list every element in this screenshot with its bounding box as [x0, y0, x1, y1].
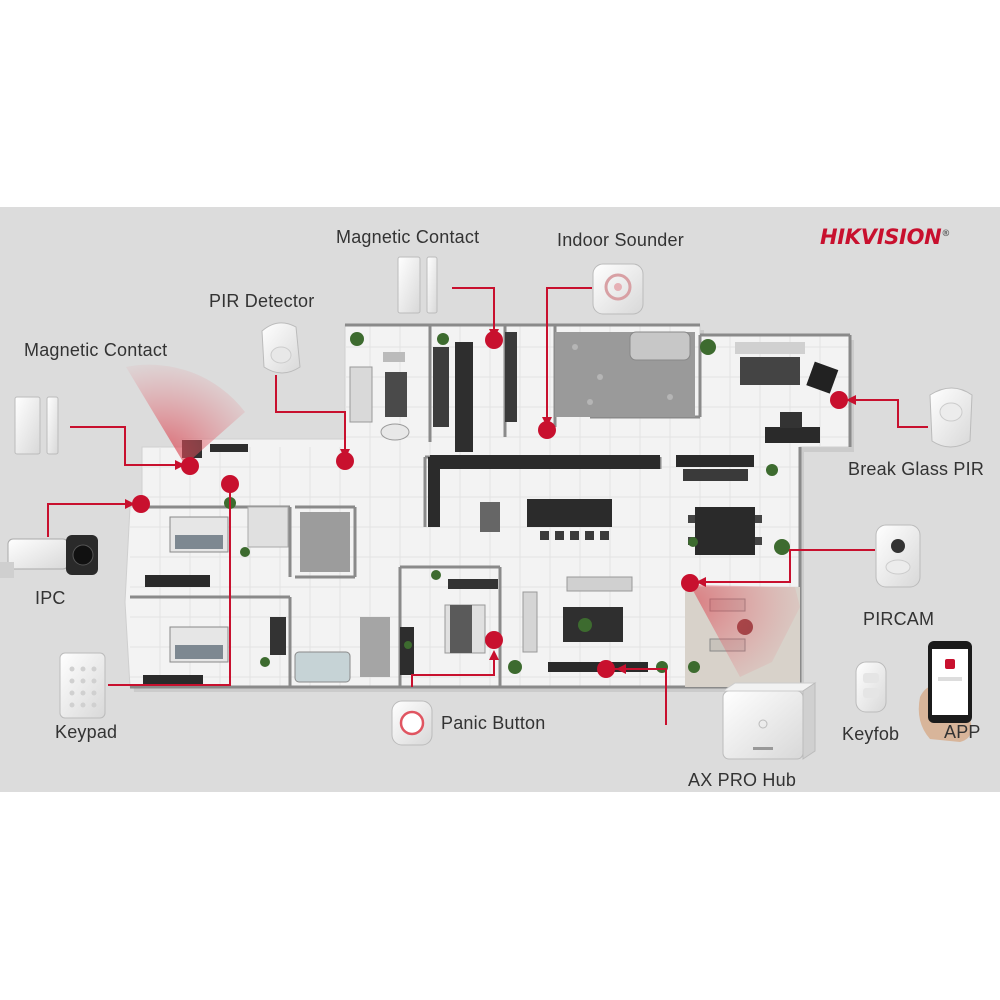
connector-ipc — [47, 499, 135, 537]
pircam-icon — [875, 524, 921, 588]
label-ipc: IPC — [35, 588, 66, 608]
logo-text: HIKVISION — [820, 225, 942, 249]
magnetic-contact-icon — [397, 256, 438, 314]
sensor-dot-magnetic-contact-left — [181, 457, 199, 475]
label-pircam: PIRCAM — [863, 609, 935, 629]
label-magnetic-contact-top: Magnetic Contact — [336, 227, 480, 247]
sensor-dot-pircam — [681, 574, 699, 592]
label-keyfob: Keyfob — [842, 724, 900, 744]
connector-keypad — [108, 490, 231, 686]
connector-magnetic-contact-top — [452, 287, 499, 339]
security-system-diagram — [0, 256, 973, 760]
sensor-dot-pir-detector — [336, 452, 354, 470]
sensor-dot-keypad — [221, 475, 239, 493]
ipc-camera-icon — [0, 535, 98, 578]
sensor-dot-magnetic-contact-top — [485, 331, 503, 349]
connector-panic-button — [411, 650, 499, 687]
diagram-panel: HIKVISION® Magnetic Contact Indoor Sound… — [0, 207, 1000, 792]
connector-indoor-sounder — [542, 287, 592, 427]
sensor-dot-panic-button — [485, 631, 503, 649]
pircam-coverage-beam — [690, 585, 800, 677]
keypad-icon — [59, 652, 106, 719]
label-ax-pro-hub: AX PRO Hub — [688, 770, 797, 790]
connector-magnetic-contact-left — [70, 426, 185, 470]
indoor-sounder-icon — [592, 263, 644, 315]
panic-button-icon — [391, 700, 433, 746]
hikvision-logo: HIKVISION® — [820, 225, 951, 249]
app-phone-icon — [918, 641, 972, 742]
magnetic-contact-icon — [14, 396, 59, 455]
pir-coverage-beam — [126, 364, 245, 465]
ax-pro-hub-icon — [721, 682, 817, 760]
label-app: APP — [944, 722, 981, 742]
sensor-dot-hub — [597, 660, 615, 678]
floor-plan — [124, 323, 854, 692]
pir-detector-icon — [261, 322, 301, 374]
connector-break-glass-pir — [846, 395, 928, 428]
connector-pir-detector — [275, 375, 350, 459]
label-pir-detector: PIR Detector — [209, 291, 315, 311]
connector-pircam — [696, 549, 875, 587]
label-indoor-sounder: Indoor Sounder — [557, 230, 684, 250]
label-magnetic-contact-left: Magnetic Contact — [24, 340, 168, 360]
label-keypad: Keypad — [55, 722, 118, 742]
sensor-dot-ipc — [132, 495, 150, 513]
break-glass-pir-icon — [929, 387, 973, 448]
label-break-glass-pir: Break Glass PIR — [848, 459, 985, 479]
sensor-dot-break-glass-pir — [830, 391, 848, 409]
sensor-dot-indoor-sounder — [538, 421, 556, 439]
keyfob-icon — [855, 661, 887, 713]
label-panic-button: Panic Button — [441, 713, 546, 733]
